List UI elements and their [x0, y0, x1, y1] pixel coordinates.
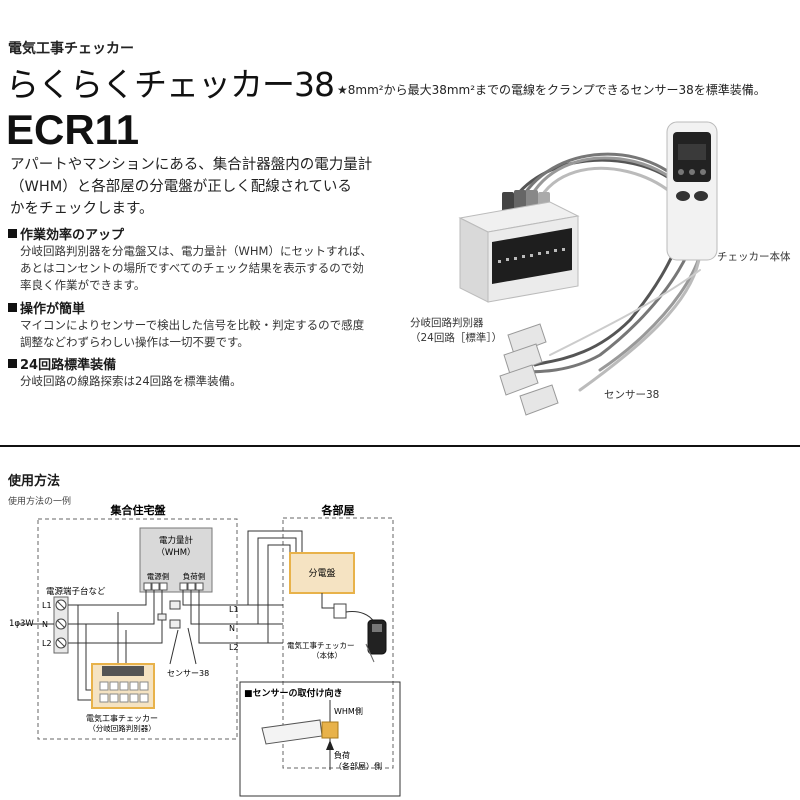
intro-line: （WHM）と各部屋の分電盤が正しく配線されている: [10, 179, 352, 195]
feature-24-circuits: 24回路標準装備 分岐回路の線路探索は24回路を標準装備。: [8, 354, 403, 390]
sensor-leader: [169, 629, 179, 665]
checker-button-icon: [694, 191, 708, 201]
usage-subheading: 使用方法の一例: [8, 497, 72, 507]
clamp-sensors: [499, 323, 559, 416]
bullet-square-icon: [8, 229, 17, 238]
orientation-whm-label: WHM側: [334, 706, 363, 716]
feature-title: 24回路標準装備: [20, 358, 117, 373]
terminal-block-label: 電源端子台など: [46, 586, 106, 597]
load-side-label: 負荷側: [183, 571, 206, 581]
feature-title: 操作が簡単: [20, 302, 86, 317]
product-title: らくらくチェッカー38: [6, 65, 335, 104]
wire-l2-label: L2: [229, 643, 239, 652]
distribution-board-label: 分電盤: [308, 567, 335, 579]
checker-button-icon: [676, 191, 690, 201]
branch-discriminator-label: 分岐回路判別器: [410, 317, 484, 329]
checker-screen: [678, 144, 706, 160]
branch-discriminator-top: [102, 666, 144, 676]
wiring-diagram: 集合住宅盤 各部屋 電力量計 （WHM） 電源側 負荷側 電源端子台など 1φ3…: [9, 503, 401, 797]
branch-discriminator-title: 電気工事チェッカー: [86, 713, 158, 723]
model-number: ECR11: [6, 106, 140, 153]
wire-n-label: N: [229, 624, 235, 633]
building-panel-frame: [37, 518, 238, 740]
checker-led-icon: [678, 169, 684, 175]
section-divider: [0, 445, 800, 447]
sensor38-label: センサー38: [167, 669, 209, 678]
outlet-icon: [333, 603, 347, 619]
distribution-board: [289, 552, 355, 594]
rooms-title: 各部屋: [321, 503, 355, 517]
bullet-square-icon: [8, 303, 17, 312]
sensor-leader: [187, 627, 197, 665]
category-label: 電気工事チェッカー: [8, 41, 134, 57]
orientation-load-label: 負荷: [334, 750, 350, 760]
checker-hand-icon: [365, 643, 375, 663]
feature-line: 調整などわずらわしい操作は一切不要です。: [20, 335, 249, 349]
usage-heading: 使用方法: [8, 474, 61, 489]
terminal-screw-slots: [56, 600, 66, 648]
wire-l1-label: L1: [229, 605, 239, 614]
sensor-orientation-title: ■センサーの取付け向き: [244, 687, 343, 699]
title-note: ★8mm²から最大38mm²までの電線をクランプできるセンサー38を標準装備。: [337, 83, 766, 97]
checker-led-icon: [700, 169, 706, 175]
building-panel-title: 集合住宅盤: [110, 503, 167, 517]
checker-screen-icon: [372, 624, 382, 632]
intro-line: アパートやマンションにある、集合計器盤内の電力量計: [10, 157, 373, 173]
branch-discriminator-sublabel: （24回路［標準］）: [410, 332, 503, 344]
checker-sublabel: （本体）: [312, 650, 342, 660]
orientation-load-sublabel: （各部屋）側: [334, 761, 382, 771]
bullet-square-icon: [8, 359, 17, 368]
discriminator-led-row: [498, 248, 565, 263]
branch-discriminator-subtitle: （分岐回路判別器）: [88, 723, 156, 733]
watt-hour-meter: [139, 527, 213, 593]
feature-line: 分岐回路判別器を分電盤又は、電力量計（WHM）にセットすれば、: [20, 244, 372, 258]
intro-line: かをチェックします。: [10, 201, 154, 217]
line-l1-label: L1: [42, 601, 52, 610]
feature-line: あとはコンセントの場所ですべてのチェック結果を表示するので効: [20, 261, 364, 275]
feature-line: 率良く作業ができます。: [20, 278, 146, 292]
orientation-sensor-icon: [261, 719, 323, 745]
meter-label: 電力量計: [159, 535, 194, 546]
arrow-down-icon: [326, 740, 334, 750]
product-photo: [458, 121, 718, 416]
feature-line: 分岐回路の線路探索は24回路を標準装備。: [20, 374, 242, 388]
feature-efficiency: 作業効率のアップ 分岐回路判別器を分電盤又は、電力量計（WHM）にセットすれば、…: [8, 224, 403, 294]
checker-label: 電気工事チェッカー: [287, 640, 355, 650]
source-side-label: 電源側: [147, 571, 170, 581]
checker-body-label: チェッカー本体: [717, 251, 791, 263]
checker-led-icon: [689, 169, 695, 175]
wires: [18, 530, 303, 701]
feature-title: 作業効率のアップ: [20, 228, 125, 243]
sensor-clamps: [157, 600, 181, 629]
line-l2-label: L2: [42, 639, 52, 648]
meter-sublabel: （WHM）: [156, 547, 195, 558]
orientation-clamp-icon: [321, 721, 339, 739]
feature-easy-operation: 操作が簡単 マイコンによりセンサーで検出した信号を比較・判定するので感度 調整な…: [8, 298, 403, 351]
intro-text: アパートやマンションにある、集合計器盤内の電力量計 （WHM）と各部屋の分電盤が…: [10, 154, 400, 220]
cable: [549, 269, 701, 356]
discriminator-side: [459, 217, 489, 303]
feature-line: マイコンによりセンサーで検出した信号を比較・判定するので感度: [20, 318, 365, 332]
branch-discriminator-terminals: [99, 681, 149, 703]
sensor-label: センサー38: [604, 389, 660, 401]
sensor-orientation-box: [239, 681, 401, 797]
